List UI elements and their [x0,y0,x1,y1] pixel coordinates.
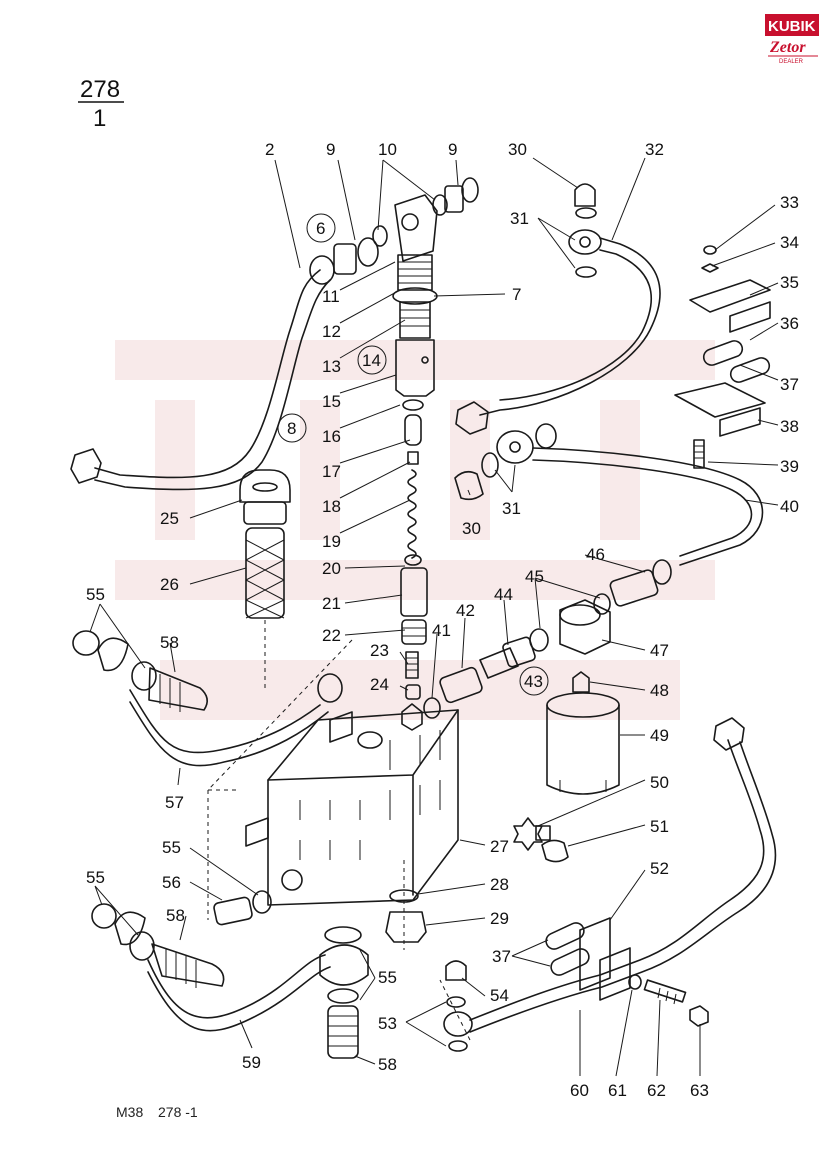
label-58: 58 [160,633,179,652]
label-58: 58 [166,906,185,925]
kubik-zetor-logo: KUBIK Zetor DEALER [765,14,819,65]
label-11: 11 [322,287,340,306]
label-42: 42 [456,601,475,620]
label-60: 60 [570,1081,589,1100]
label-31: 31 [502,499,521,518]
label-55: 55 [162,838,181,857]
label-44: 44 [494,585,513,604]
label-32: 32 [645,140,664,159]
label-7: 7 [512,285,521,304]
label-50: 50 [650,773,669,792]
label-57: 57 [165,793,184,812]
label-12: 12 [322,322,341,341]
label-10: 10 [378,140,397,159]
label-46: 46 [586,545,605,564]
label-51: 51 [650,817,669,836]
logo-sub: Zetor [769,39,806,56]
label-48: 48 [650,681,669,700]
parts-artwork [70,177,777,1059]
label-53: 53 [378,1014,397,1033]
label-6: 6 [316,219,325,238]
label-52: 52 [650,859,669,878]
label-55: 55 [86,585,105,604]
kubik-watermark [115,340,715,720]
label-37: 37 [492,947,511,966]
label-62: 62 [647,1081,666,1100]
label-40: 40 [780,497,799,516]
circled-callouts [277,213,549,696]
label-19: 19 [322,532,341,551]
label-21: 21 [322,594,341,613]
label-30: 30 [462,519,481,538]
label-56: 56 [162,873,181,892]
label-36: 36 [780,314,799,333]
page-sub: 1 [93,105,106,132]
logo-tag: DEALER [779,59,804,65]
label-26: 26 [160,575,179,594]
label-55: 55 [86,868,105,887]
label-45: 45 [525,567,544,586]
label-18: 18 [322,497,341,516]
label-37: 37 [780,375,799,394]
label-47: 47 [650,641,669,660]
label-49: 49 [650,726,669,745]
label-61: 61 [608,1081,627,1100]
label-14: 14 [362,351,381,370]
label-9: 9 [448,140,457,159]
label-63: 63 [690,1081,709,1100]
label-30: 30 [508,140,527,159]
label-33: 33 [780,193,799,212]
label-25: 25 [160,509,179,528]
logo-brand: KUBIK [768,18,816,35]
label-59: 59 [242,1053,261,1072]
label-28: 28 [490,875,509,894]
label-17: 17 [322,462,341,481]
label-41: 41 [432,621,451,640]
label-29: 29 [490,909,509,928]
label-9: 9 [326,140,335,159]
label-15: 15 [322,392,341,411]
label-34: 34 [780,233,799,252]
label-54: 54 [490,986,509,1005]
label-23: 23 [370,641,389,660]
label-2: 2 [265,140,274,159]
label-43: 43 [524,672,543,691]
label-24: 24 [370,675,389,694]
label-38: 38 [780,417,799,436]
label-13: 13 [322,357,341,376]
label-22: 22 [322,626,341,645]
footer-code: M38 [116,1104,143,1120]
label-8: 8 [287,419,296,438]
label-35: 35 [780,273,799,292]
label-55: 55 [378,968,397,987]
label-20: 20 [322,559,341,578]
leader-lines [89,157,779,1077]
label-31: 31 [510,209,529,228]
label-27: 27 [490,837,509,856]
part-labels: 2 9 10 9 30 32 6 31 33 34 35 36 37 11 7 … [86,140,799,1100]
label-16: 16 [322,427,341,446]
label-39: 39 [780,457,799,476]
footer-ref: 278 -1 [158,1104,198,1120]
label-58: 58 [378,1055,397,1074]
page-number: 278 [80,76,120,103]
